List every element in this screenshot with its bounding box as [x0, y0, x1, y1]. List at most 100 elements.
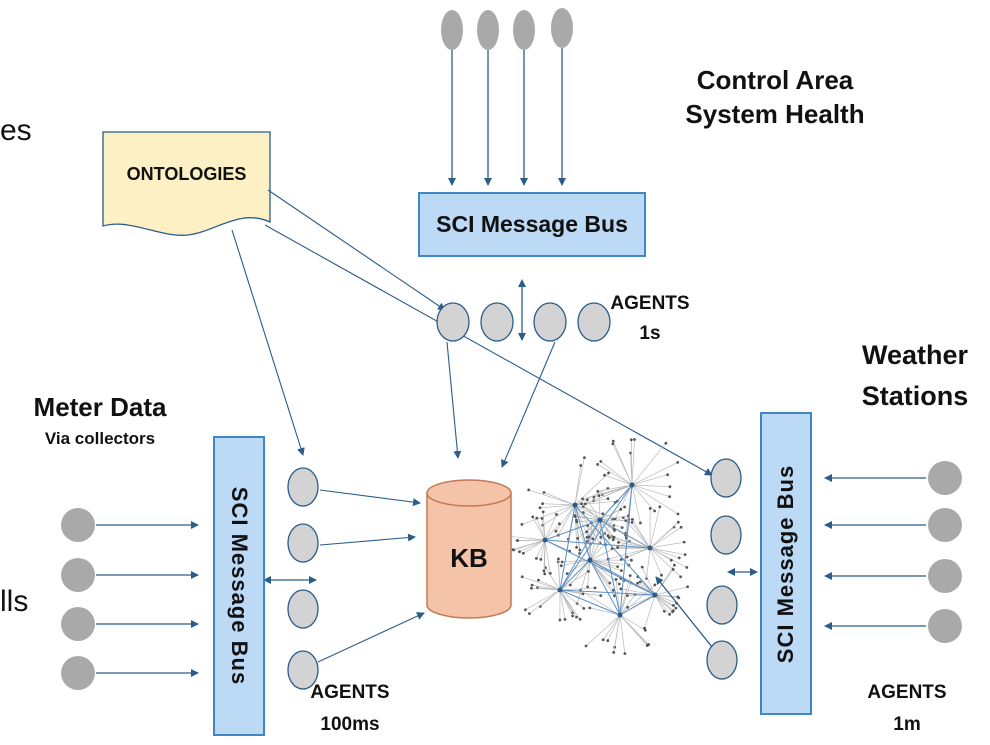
agent-node: [287, 650, 319, 690]
network-edge: [543, 492, 576, 506]
network-edge: [631, 462, 678, 486]
network-edge: [589, 522, 592, 561]
network-link: [559, 589, 621, 616]
network-edge: [521, 504, 576, 525]
network-hub: [629, 482, 635, 488]
weather-sensor-node: [928, 508, 962, 542]
network-node: [606, 639, 610, 642]
network-edge: [539, 504, 576, 509]
network-node: [543, 572, 547, 576]
network-edge: [585, 614, 621, 647]
kb-cylinder: [426, 479, 512, 619]
network-node: [582, 607, 586, 610]
network-edge: [612, 440, 633, 486]
network-edge: [631, 484, 655, 512]
network-edge: [525, 589, 561, 611]
network-node: [575, 546, 578, 549]
agent-kb-arrow: [319, 533, 416, 546]
network-edge: [622, 517, 651, 549]
network-node: [581, 497, 584, 501]
network-edge: [654, 594, 674, 612]
network-edge: [654, 594, 670, 615]
network-node: [626, 606, 629, 609]
network-edge: [619, 582, 632, 616]
network-edge: [589, 559, 622, 571]
meter-data-title: Meter Data: [33, 392, 167, 422]
network-node: [571, 614, 574, 618]
agent-node: [710, 515, 742, 555]
network-node: [676, 595, 680, 599]
network-node: [671, 568, 675, 571]
network-edge: [654, 569, 674, 596]
left-sensor-arrows: [96, 521, 199, 677]
network-edge: [544, 514, 557, 541]
network-edge: [631, 484, 670, 488]
network-node: [624, 519, 628, 522]
meter-sensor-node: [61, 607, 95, 641]
right-agent-graph-arrow: [655, 576, 713, 648]
network-node: [683, 553, 687, 556]
network-node: [599, 535, 603, 539]
network-edge: [557, 504, 576, 536]
weather-sensor-node: [928, 609, 962, 643]
network-node: [584, 644, 588, 648]
network-edge: [543, 539, 546, 571]
network-node: [628, 574, 632, 577]
network-hub: [652, 592, 658, 598]
network-node: [619, 558, 623, 561]
agent-node: [577, 302, 611, 342]
top-sensor-node: [441, 10, 463, 50]
network-hub: [597, 517, 603, 523]
network-edge: [626, 547, 651, 558]
network-link: [559, 519, 601, 591]
left-agents: [287, 467, 319, 690]
network-node: [606, 534, 610, 538]
network-edge: [649, 547, 662, 576]
network-edge: [599, 519, 626, 521]
network-edge: [587, 559, 591, 587]
network-node: [612, 535, 616, 539]
agent-node: [533, 302, 567, 342]
network-edge: [542, 511, 546, 541]
network-node: [630, 558, 633, 562]
network-link: [589, 559, 621, 616]
network-edge: [619, 614, 626, 654]
network-edge: [654, 594, 677, 604]
network-edge: [649, 547, 680, 559]
left-sensor-nodes: [61, 508, 95, 690]
network-edge: [654, 594, 674, 606]
network-edge: [583, 512, 601, 521]
network-node: [685, 566, 689, 569]
network-node: [597, 494, 601, 497]
network-edge: [559, 587, 596, 591]
network-edge: [604, 474, 633, 486]
network-edge: [631, 522, 651, 549]
control-area-line2: System Health: [685, 98, 865, 129]
weather-sensor-node: [928, 461, 962, 495]
network-edge: [558, 558, 561, 591]
network-edge: [574, 457, 585, 506]
network-node: [603, 473, 606, 477]
left-message-bus: SCI Message Bus: [213, 436, 265, 736]
network-node: [672, 609, 675, 613]
network-edge: [580, 590, 621, 616]
network-node: [579, 464, 583, 467]
network-node: [611, 442, 615, 446]
network-hub: [542, 537, 548, 543]
top-sensor-node: [477, 10, 499, 50]
kb-cylinder-body: [426, 493, 512, 619]
network-edge: [587, 499, 601, 521]
top-sensor-nodes: [441, 8, 573, 50]
network-node: [558, 618, 562, 622]
top-sensor-arrows: [448, 48, 566, 186]
network-node: [616, 565, 619, 568]
network-node: [515, 539, 519, 542]
network-node: [653, 509, 656, 513]
network-edge: [581, 503, 601, 521]
weather-line1: Weather: [861, 340, 969, 370]
network-node: [623, 505, 626, 509]
network-edge: [536, 539, 546, 559]
network-edge: [644, 594, 656, 629]
network-edge: [618, 542, 651, 549]
control-area-label: Control Area System Health: [655, 65, 895, 130]
